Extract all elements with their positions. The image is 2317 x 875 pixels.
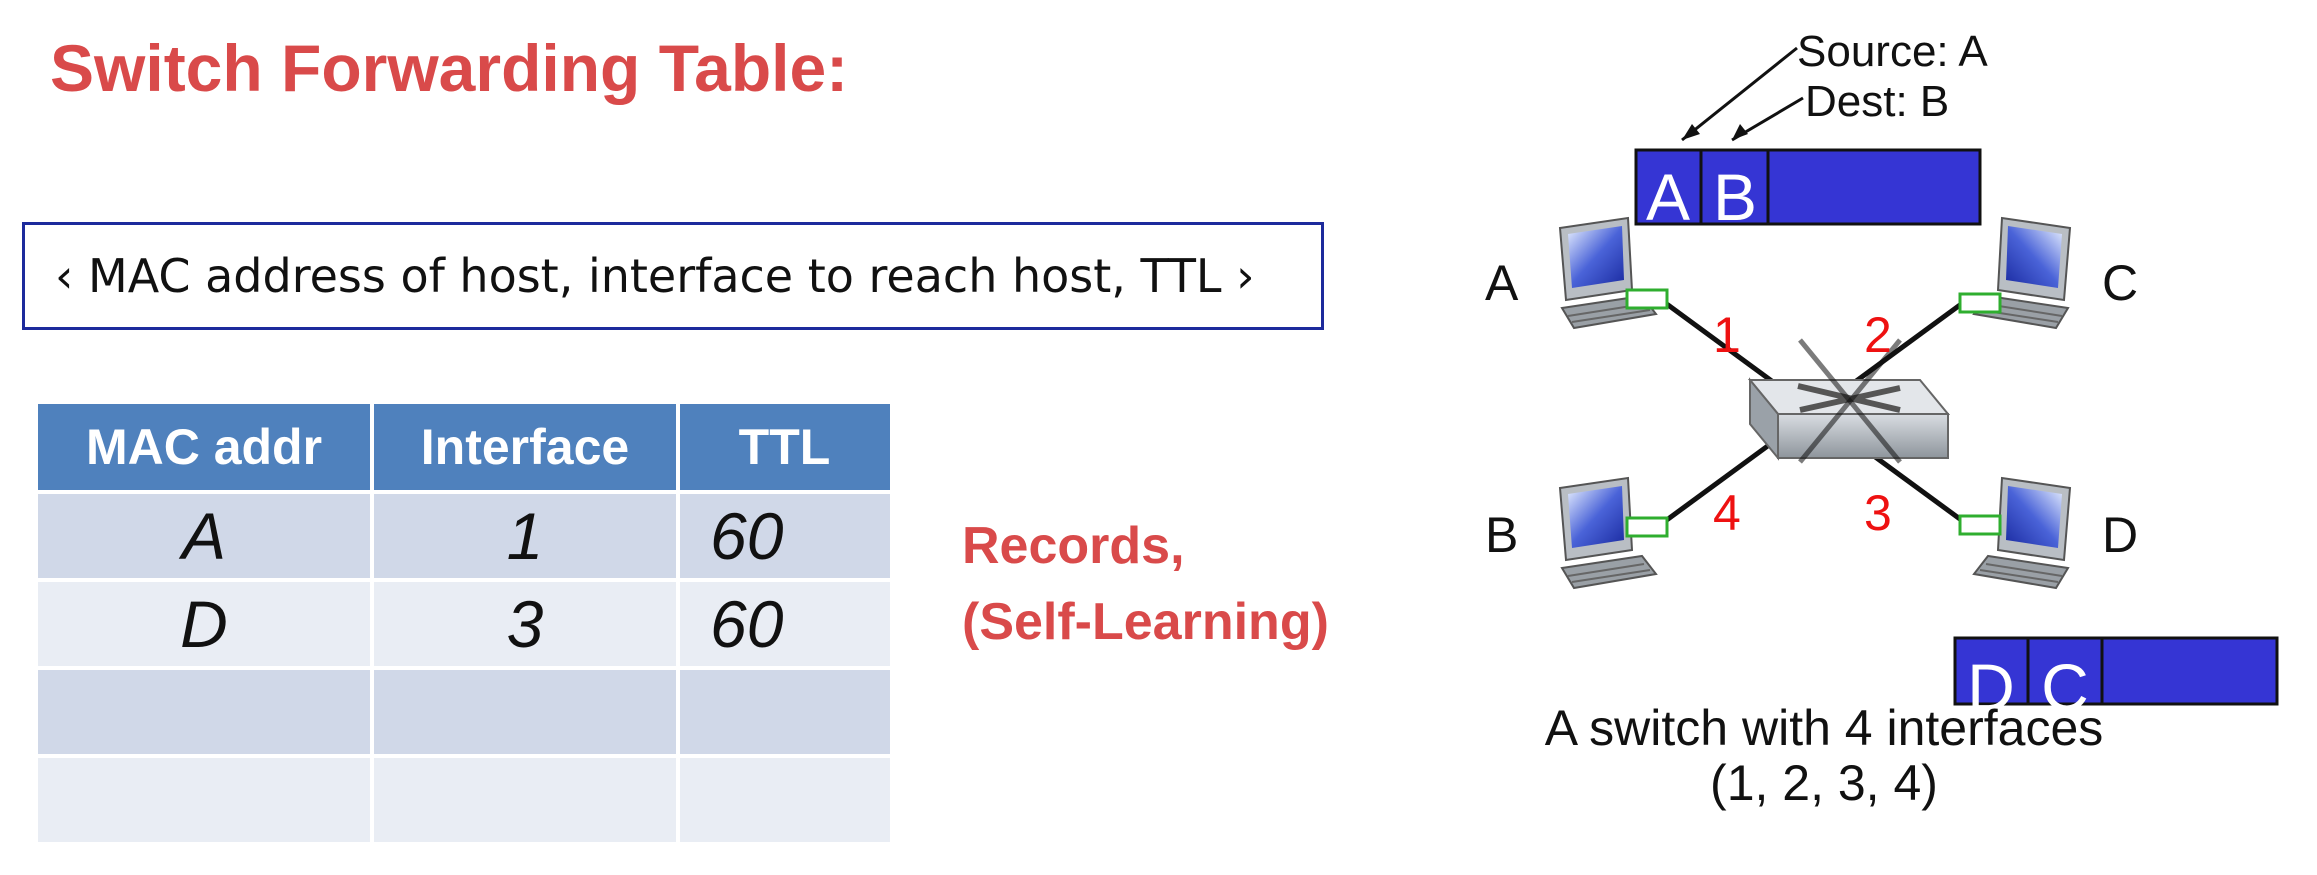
host-a-label: A (1485, 255, 1519, 311)
cell-ttl (680, 670, 890, 754)
port-box-a (1625, 288, 1669, 310)
source-pointer (1681, 46, 1798, 142)
port-number-2: 2 (1864, 307, 1892, 363)
cell-mac (38, 758, 370, 842)
port-box-c (1958, 292, 2002, 314)
frame-bottom-source: C (2041, 650, 2089, 724)
frame-top: A B (1634, 148, 1982, 234)
frame-bottom: D C (1953, 636, 2279, 724)
entry-format-box: ‹ MAC address of host, interface to reac… (22, 222, 1324, 330)
diagram-caption-line-1: A switch with 4 interfaces (1545, 700, 2104, 756)
cell-ttl: 60 (680, 494, 890, 578)
port-number-1: 1 (1713, 307, 1741, 363)
port-box-b (1625, 516, 1669, 538)
frame-top-dest: B (1713, 160, 1757, 234)
port-number-4: 4 (1713, 485, 1741, 541)
cell-interface: 1 (374, 494, 676, 578)
host-c-label: C (2102, 255, 2138, 311)
entry-format-text: ‹ MAC address of host, interface to reac… (55, 249, 1255, 303)
port-number-3: 3 (1864, 485, 1892, 541)
dest-label: Dest: B (1805, 77, 1949, 126)
table-row (38, 670, 890, 754)
host-d-label: D (2102, 507, 2138, 563)
source-label: Source: A (1797, 27, 1988, 76)
page-title: Switch Forwarding Table: (50, 31, 849, 105)
header-mac-addr: MAC addr (38, 404, 370, 490)
cell-mac: D (38, 582, 370, 666)
cell-interface (374, 758, 676, 842)
frame-bottom-dest: D (1967, 650, 2015, 724)
cell-interface (374, 670, 676, 754)
host-a-computer-icon (1559, 217, 1657, 329)
header-ttl: TTL (680, 404, 890, 490)
dest-arrowhead-icon (1732, 124, 1748, 140)
cell-ttl (680, 758, 890, 842)
table-row (38, 758, 890, 842)
table-row: A 1 60 (38, 494, 890, 578)
records-line-2: (Self-Learning) (962, 593, 1329, 651)
forwarding-table: MAC addr Interface TTL A 1 60 D 3 60 (34, 400, 894, 846)
cell-mac (38, 670, 370, 754)
table-row: D 3 60 (38, 582, 890, 666)
cell-interface: 3 (374, 582, 676, 666)
port-box-d (1958, 514, 2002, 536)
frame-top-source: A (1646, 160, 1690, 234)
header-interface: Interface (374, 404, 676, 490)
source-arrowhead-icon (1682, 124, 1700, 140)
table-header-row: MAC addr Interface TTL (38, 404, 890, 490)
diagram-caption-line-2: (1, 2, 3, 4) (1710, 755, 1938, 811)
cell-ttl: 60 (680, 582, 890, 666)
cable-through-switch-2 (1798, 338, 1902, 464)
cell-mac: A (38, 494, 370, 578)
records-note: Records, (Self-Learning) (962, 508, 1329, 660)
host-b-label: B (1485, 507, 1518, 563)
switch-diagram: Source: A Dest: B A B A B C D 1 2 3 4 (1485, 27, 2279, 811)
switch-icon (1747, 377, 1951, 461)
records-line-1: Records, (962, 517, 1185, 575)
